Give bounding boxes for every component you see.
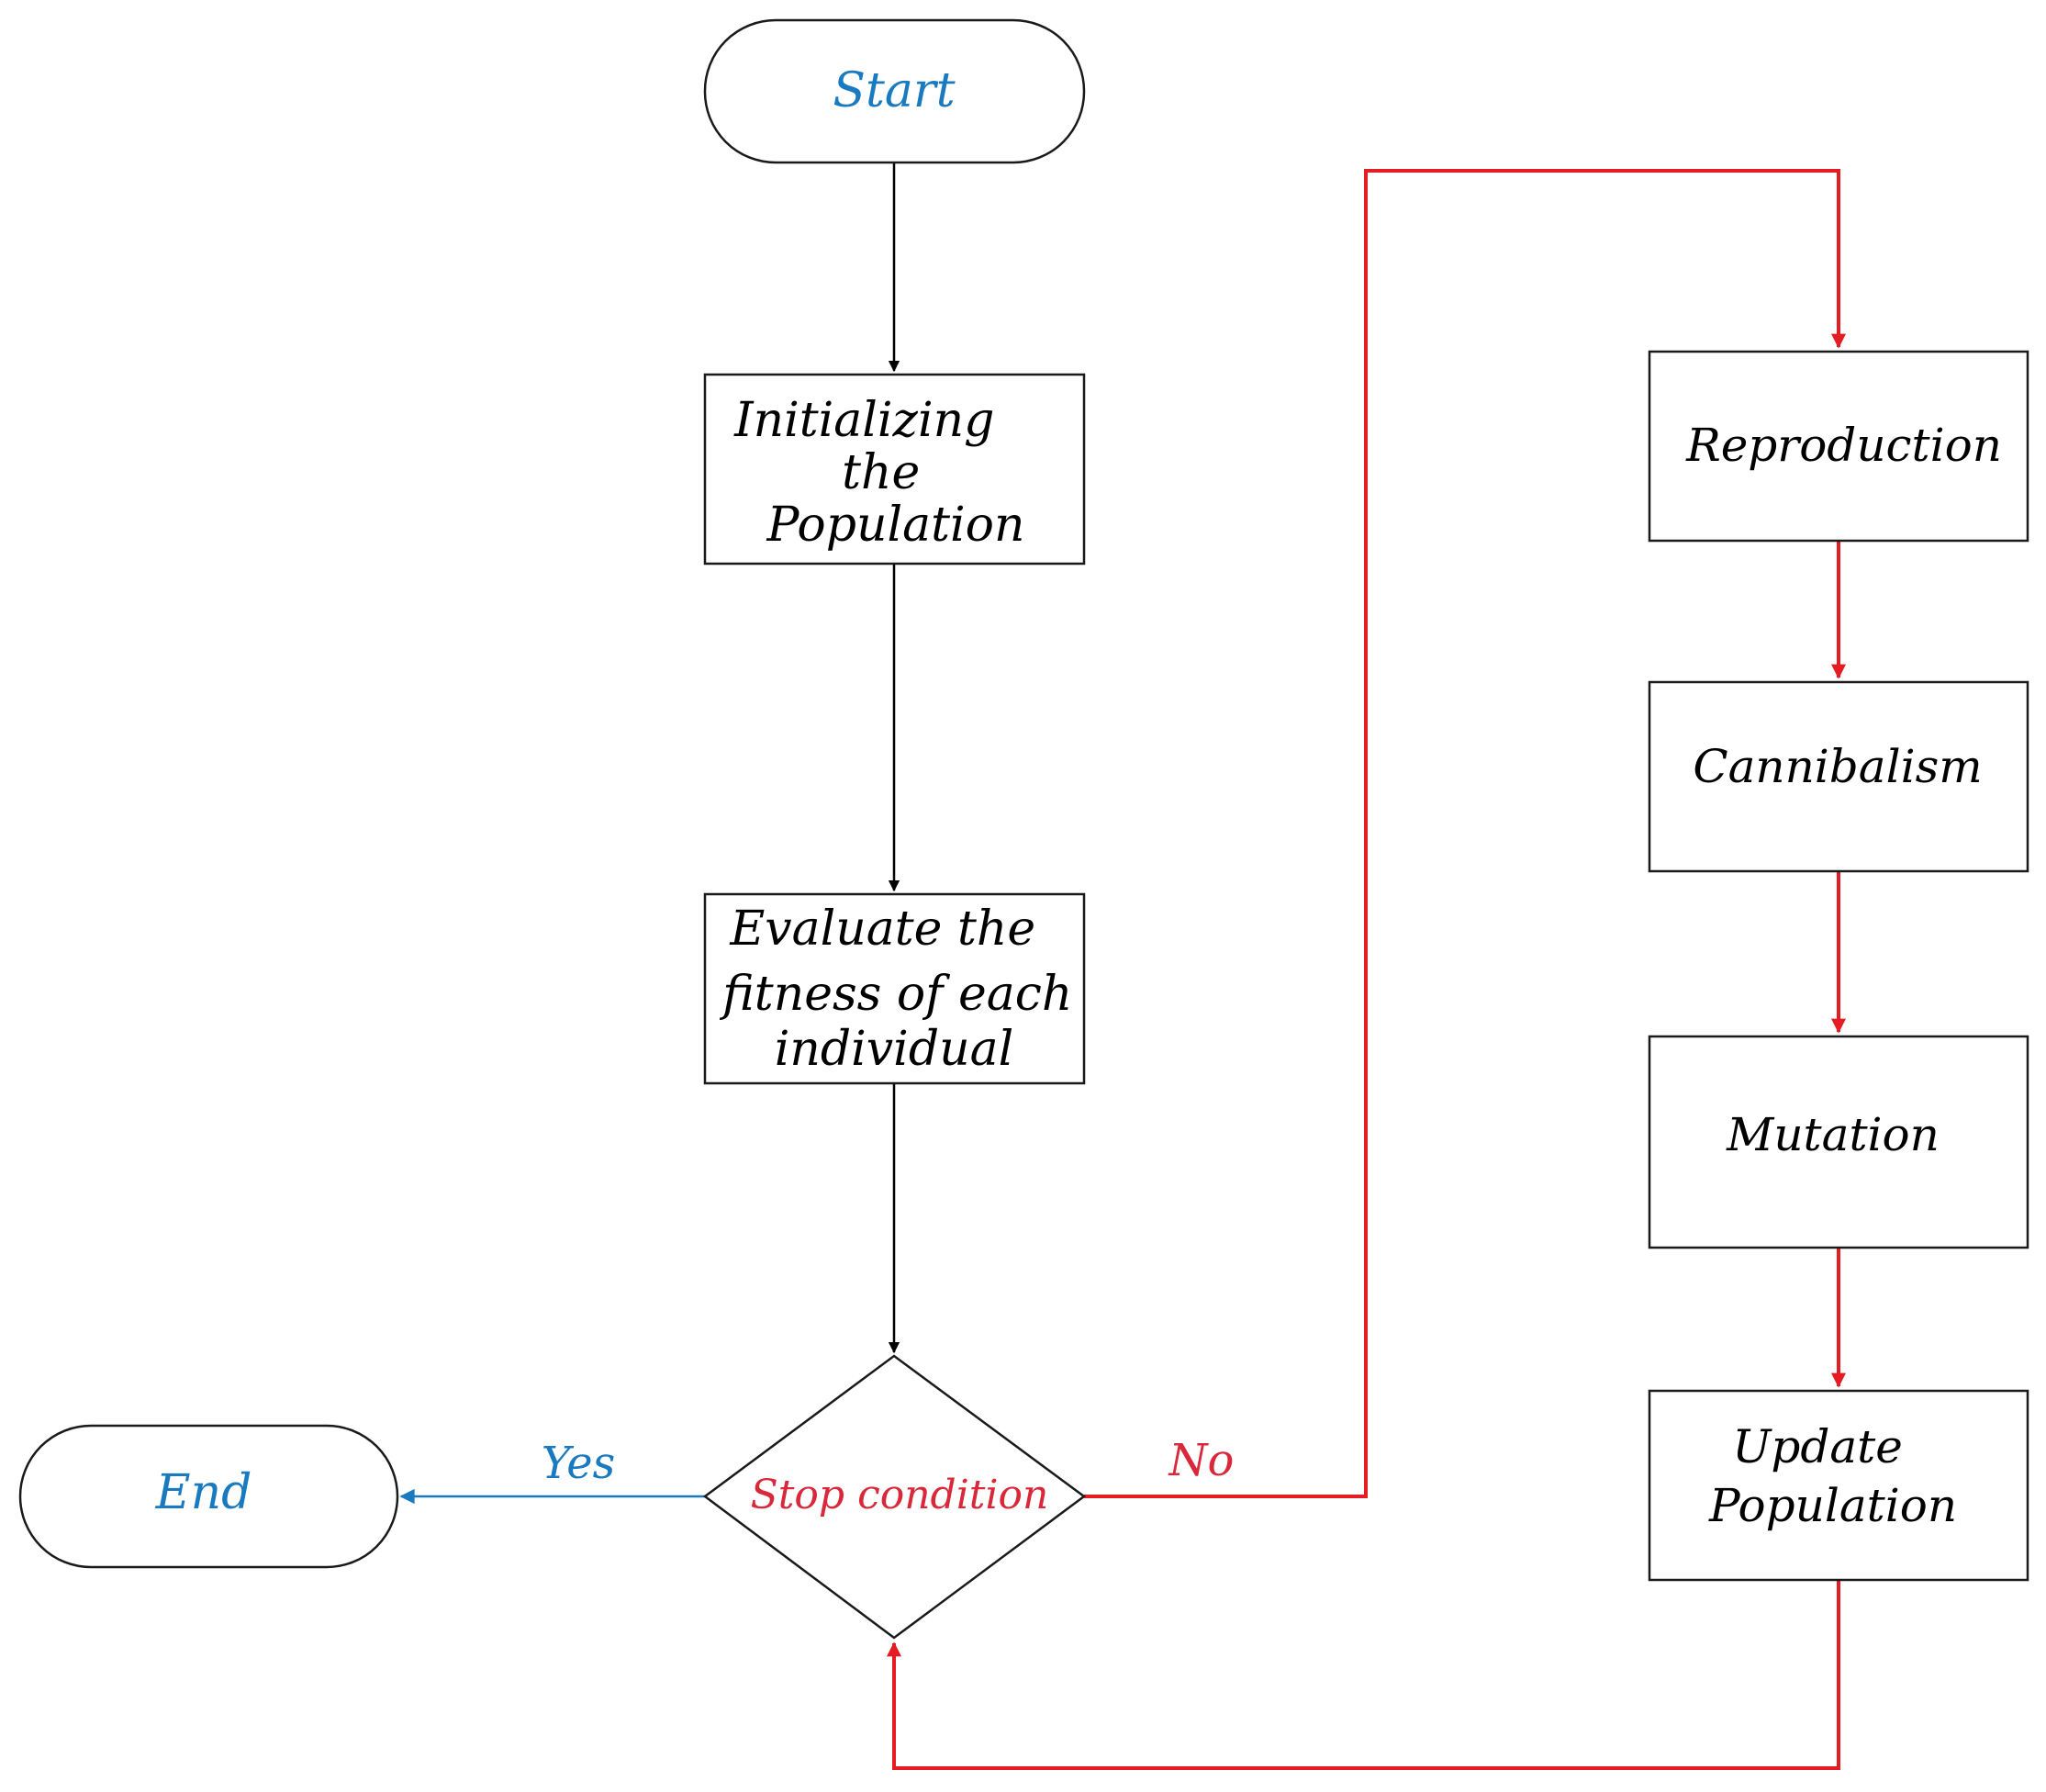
init-label: Initializing the Population bbox=[733, 393, 1024, 553]
reproduction-label: Reproduction bbox=[1685, 419, 2002, 472]
start-label: Start bbox=[833, 63, 955, 118]
evaluate-label-line-3: individual bbox=[775, 1022, 1013, 1077]
update-label-line-2: Population bbox=[1708, 1479, 1957, 1532]
init-label-line-2: the bbox=[842, 445, 920, 500]
end-label: End bbox=[155, 1465, 252, 1520]
init-label-line-1: Initializing bbox=[733, 393, 994, 448]
init-label-line-3: Population bbox=[766, 498, 1025, 553]
start-terminal bbox=[703, 18, 1086, 164]
update-population-process-box bbox=[1648, 1389, 2029, 1582]
evaluate-label: Evaluate the fitness of each individual bbox=[719, 902, 1088, 1077]
stop-condition-decision bbox=[702, 1354, 1087, 1640]
no-label: No bbox=[1168, 1435, 1235, 1486]
update-label-line-1: Update bbox=[1732, 1420, 1903, 1473]
stop-condition-label: Stop condition bbox=[751, 1472, 1049, 1518]
cannibalism-label: Cannibalism bbox=[1693, 740, 1982, 793]
evaluate-label-line-1: Evaluate the bbox=[729, 902, 1035, 957]
evaluate-label-line-2: fitness of each bbox=[719, 967, 1072, 1022]
yes-label: Yes bbox=[542, 1438, 616, 1489]
mutation-label: Mutation bbox=[1726, 1108, 1940, 1161]
mutation-process-box bbox=[1648, 1035, 2029, 1249]
cannibalism-process-box bbox=[1648, 680, 2029, 873]
update-population-label: Update Population bbox=[1708, 1420, 1957, 1532]
arrow-no-to-reproduction bbox=[1084, 169, 1846, 1498]
arrow-update-to-decision bbox=[887, 1580, 1840, 1770]
init-process-box bbox=[703, 373, 1086, 566]
reproduction-process-box bbox=[1648, 350, 2029, 543]
evaluate-process-box bbox=[703, 892, 1086, 1085]
end-terminal bbox=[18, 1424, 399, 1569]
